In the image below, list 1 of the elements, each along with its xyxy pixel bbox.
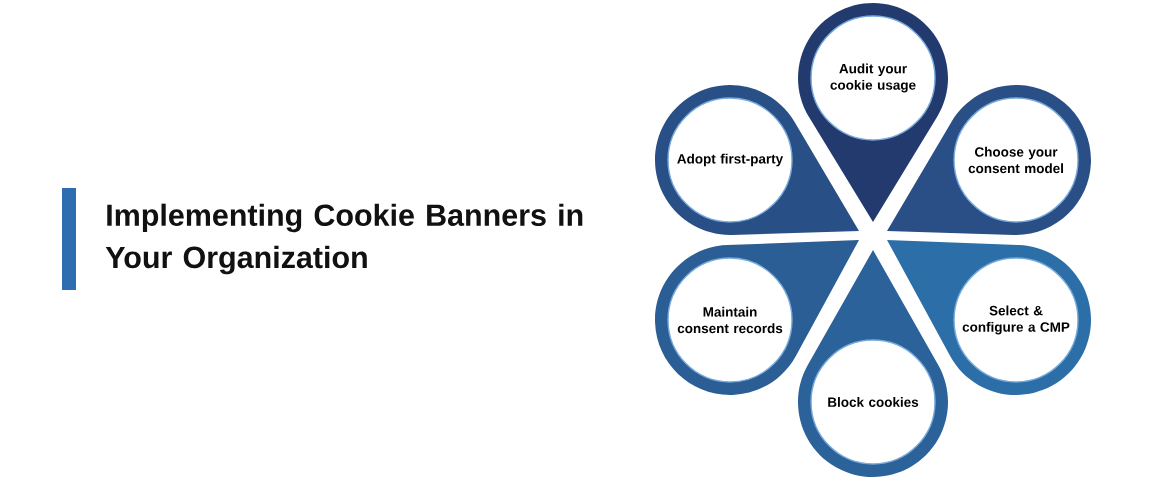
title: Implementing Cookie Banners in Your Organization bbox=[105, 203, 583, 275]
